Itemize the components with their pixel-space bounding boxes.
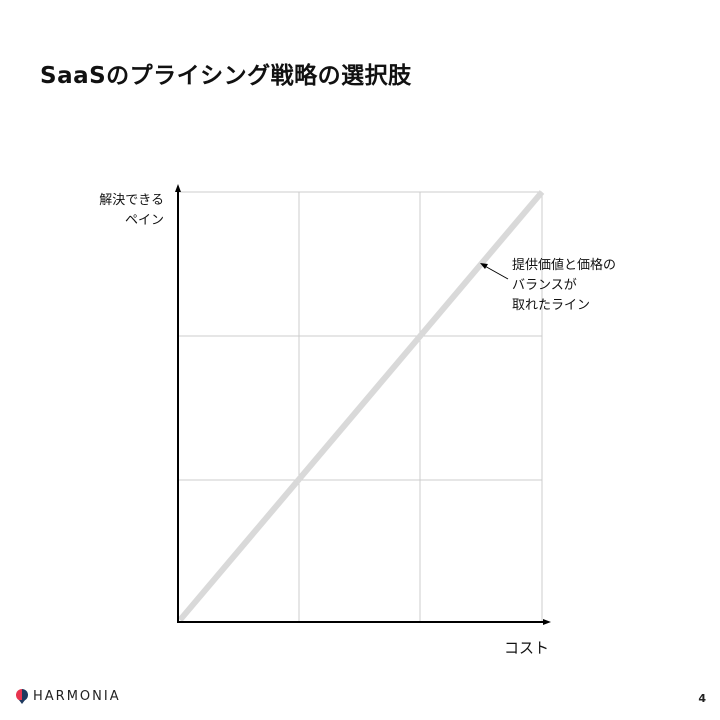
y-axis-label: 解決できる ペイン [99,193,164,228]
page-number: 4 [698,692,706,705]
x-axis-label: コスト [504,639,550,657]
balance-line-label: 提供価値と価格の バランスが 取れたライン [512,258,617,313]
annotation-arrow [482,264,509,280]
slide-title: SaaSのプライシング戦略の選択肢 [40,63,412,89]
logo-mark-icon [16,689,28,704]
y-axis-arrowhead [175,184,181,192]
logo-text: HARMONIA [33,688,121,704]
x-axis-arrowhead [543,619,551,625]
grid [178,191,543,622]
balance-line [177,190,545,622]
annotation-arrowhead [480,263,488,269]
harmonia-logo: HARMONIA [16,688,121,704]
